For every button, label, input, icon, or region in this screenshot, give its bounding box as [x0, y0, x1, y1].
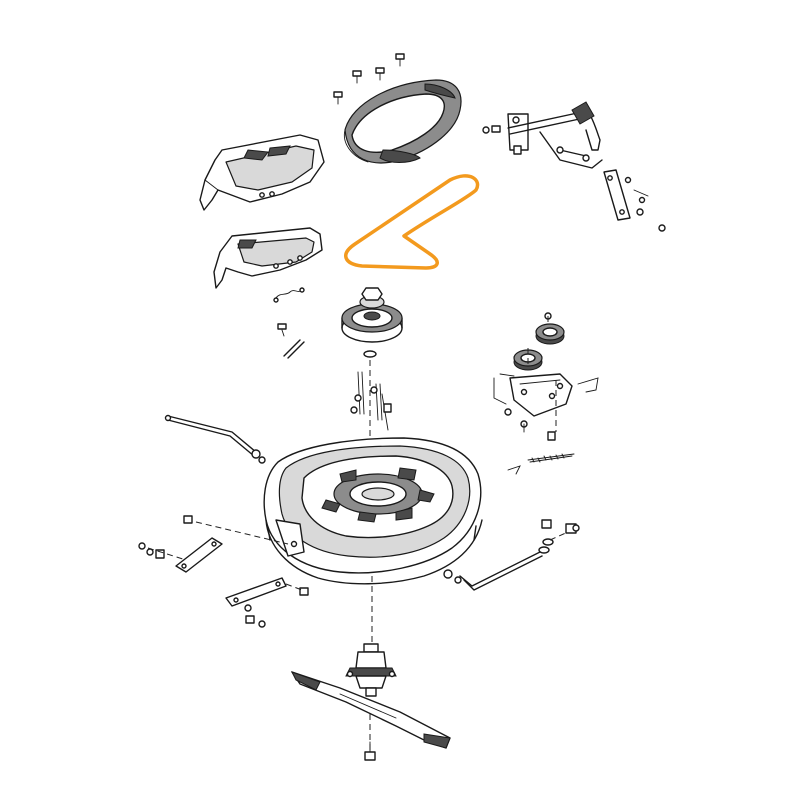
height-adjust-lever[interactable]	[507, 101, 603, 169]
top-belt-cover[interactable]	[343, 79, 462, 164]
spindle-housing[interactable]	[345, 643, 397, 697]
idler-pulley-upper[interactable]	[535, 312, 565, 345]
mower-blade[interactable]	[290, 671, 451, 749]
idler-hardware	[493, 348, 599, 441]
deck-hanger-left-rear[interactable]	[225, 577, 287, 607]
left-front-hardware	[138, 515, 193, 561]
discharge-cover-lower[interactable]	[213, 227, 323, 289]
blade-bolt	[364, 741, 376, 761]
lever-link[interactable]	[603, 169, 631, 221]
left-rear-hardware	[244, 583, 309, 628]
drive-belt[interactable]	[344, 174, 480, 270]
discharge-cover-upper[interactable]	[199, 134, 325, 211]
height-rod-right[interactable]	[443, 551, 543, 591]
idler-bracket[interactable]	[509, 373, 573, 417]
tension-spring	[507, 453, 575, 475]
center-pulley[interactable]	[341, 295, 403, 343]
pulley-nut	[361, 287, 383, 301]
spindle-shaft-dash	[369, 576, 373, 750]
height-rod-left[interactable]	[164, 414, 266, 464]
mower-deck[interactable]	[263, 437, 483, 585]
lever-hardware	[482, 125, 666, 232]
small-pin	[277, 323, 287, 337]
right-rod-hardware	[538, 519, 580, 554]
pulley-washer	[363, 350, 377, 358]
rod-pin-left	[283, 339, 305, 359]
deck-hanger-left-front[interactable]	[175, 521, 289, 573]
cover-screws	[333, 53, 405, 105]
spring-clip	[273, 287, 305, 303]
